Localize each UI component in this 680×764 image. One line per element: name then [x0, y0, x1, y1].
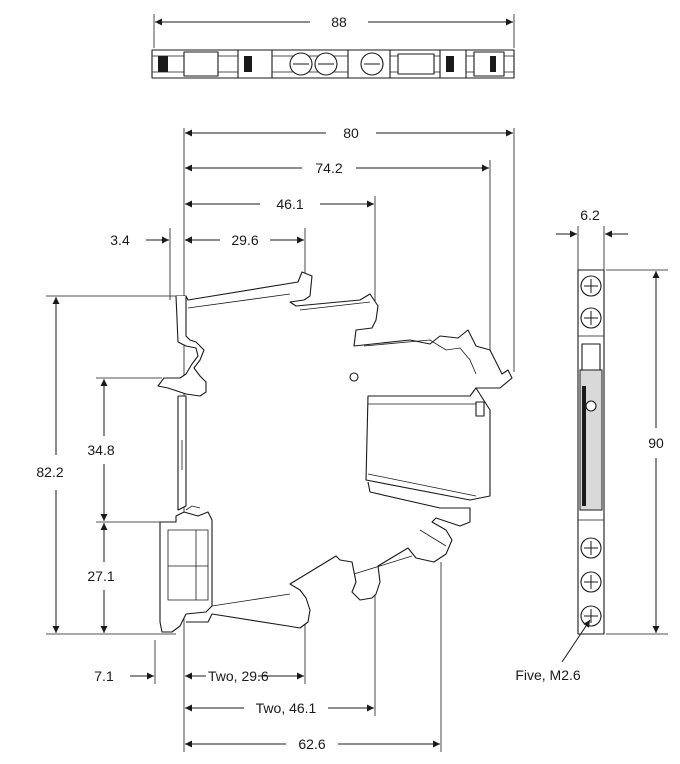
bottom-width-29-6-label: Two, 29.6 — [208, 668, 269, 684]
bottom-width-62-6-label: 62.6 — [298, 736, 325, 752]
thickness-6-2-label: 6.2 — [580, 207, 600, 223]
top-view: 88 — [151, 14, 515, 79]
side-view-body — [577, 269, 605, 635]
width-74-2-label: 74.2 — [315, 160, 342, 176]
width-29-6-label: 29.6 — [231, 232, 258, 248]
screw-note-label: Five, M2.6 — [515, 667, 581, 683]
front-view: 80 74.2 46.1 29.6 3.4 82.2 34.8 27.1 7.1… — [36, 125, 515, 752]
height-90-label: 90 — [648, 435, 664, 451]
height-34-8-label: 34.8 — [87, 442, 114, 458]
relay-body-outline — [157, 271, 513, 633]
height-82-2-label: 82.2 — [36, 464, 63, 480]
offset-3-4-label: 3.4 — [110, 232, 130, 248]
height-27-1-label: 27.1 — [87, 568, 114, 584]
side-view: 6.2 90 Five, M2.6 — [515, 207, 668, 683]
bottom-width-46-1-label: Two, 46.1 — [256, 700, 317, 716]
offset-7-1-label: 7.1 — [94, 668, 114, 684]
top-width-label: 88 — [331, 14, 347, 30]
side-screws — [580, 275, 602, 627]
top-view-body — [151, 49, 515, 79]
width-80-label: 80 — [343, 125, 359, 141]
width-46-1-label: 46.1 — [276, 196, 303, 212]
